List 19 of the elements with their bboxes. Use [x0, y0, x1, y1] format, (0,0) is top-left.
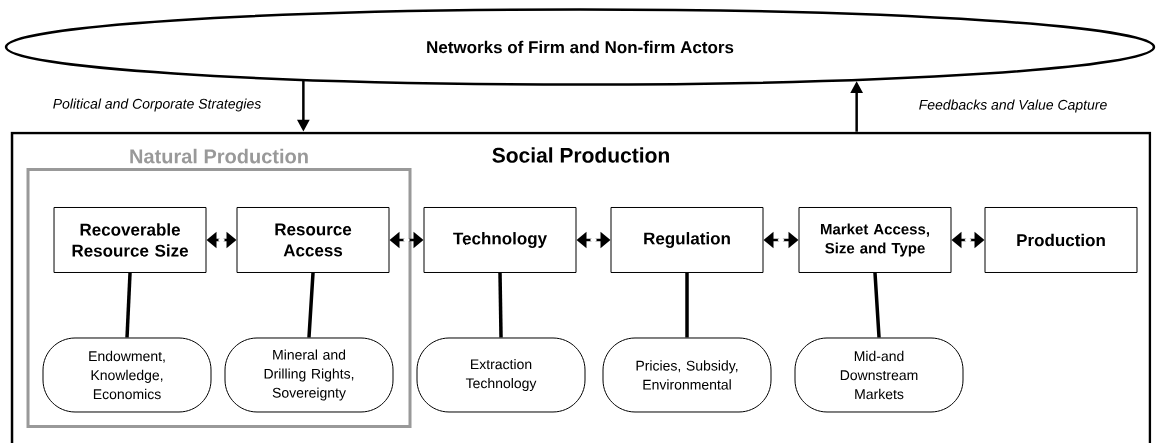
node-label: Natural Production	[130, 148, 308, 164]
factor-bubble: Mineral and Drilling Rights, Sovereignty	[224, 337, 394, 413]
connector-line	[125, 272, 132, 338]
connector-line	[498, 272, 503, 338]
process-box: Technology	[423, 207, 577, 273]
process-box: Recoverable Resource Size	[53, 207, 207, 273]
factor-bubble: Endowment, Knowledge, Economics	[42, 337, 212, 413]
connector-line	[685, 273, 689, 338]
process-box: Resource Access	[236, 207, 390, 273]
connector-line	[873, 272, 881, 338]
process-box: Production	[984, 207, 1138, 273]
edge-label: Political and Corporate Strategies	[53, 98, 261, 112]
process-box: Regulation	[610, 207, 764, 273]
factor-bubble: Extraction Technology	[416, 337, 586, 413]
edge-label: Feedbacks and Value Capture	[919, 99, 1107, 113]
process-box: Market Access, Size and Type	[798, 207, 952, 273]
connector-line	[307, 272, 315, 338]
factor-bubble: Mid-and Downstream Markets	[794, 337, 964, 413]
factor-bubble: Pricies, Subsidy, Environmental	[602, 337, 772, 413]
